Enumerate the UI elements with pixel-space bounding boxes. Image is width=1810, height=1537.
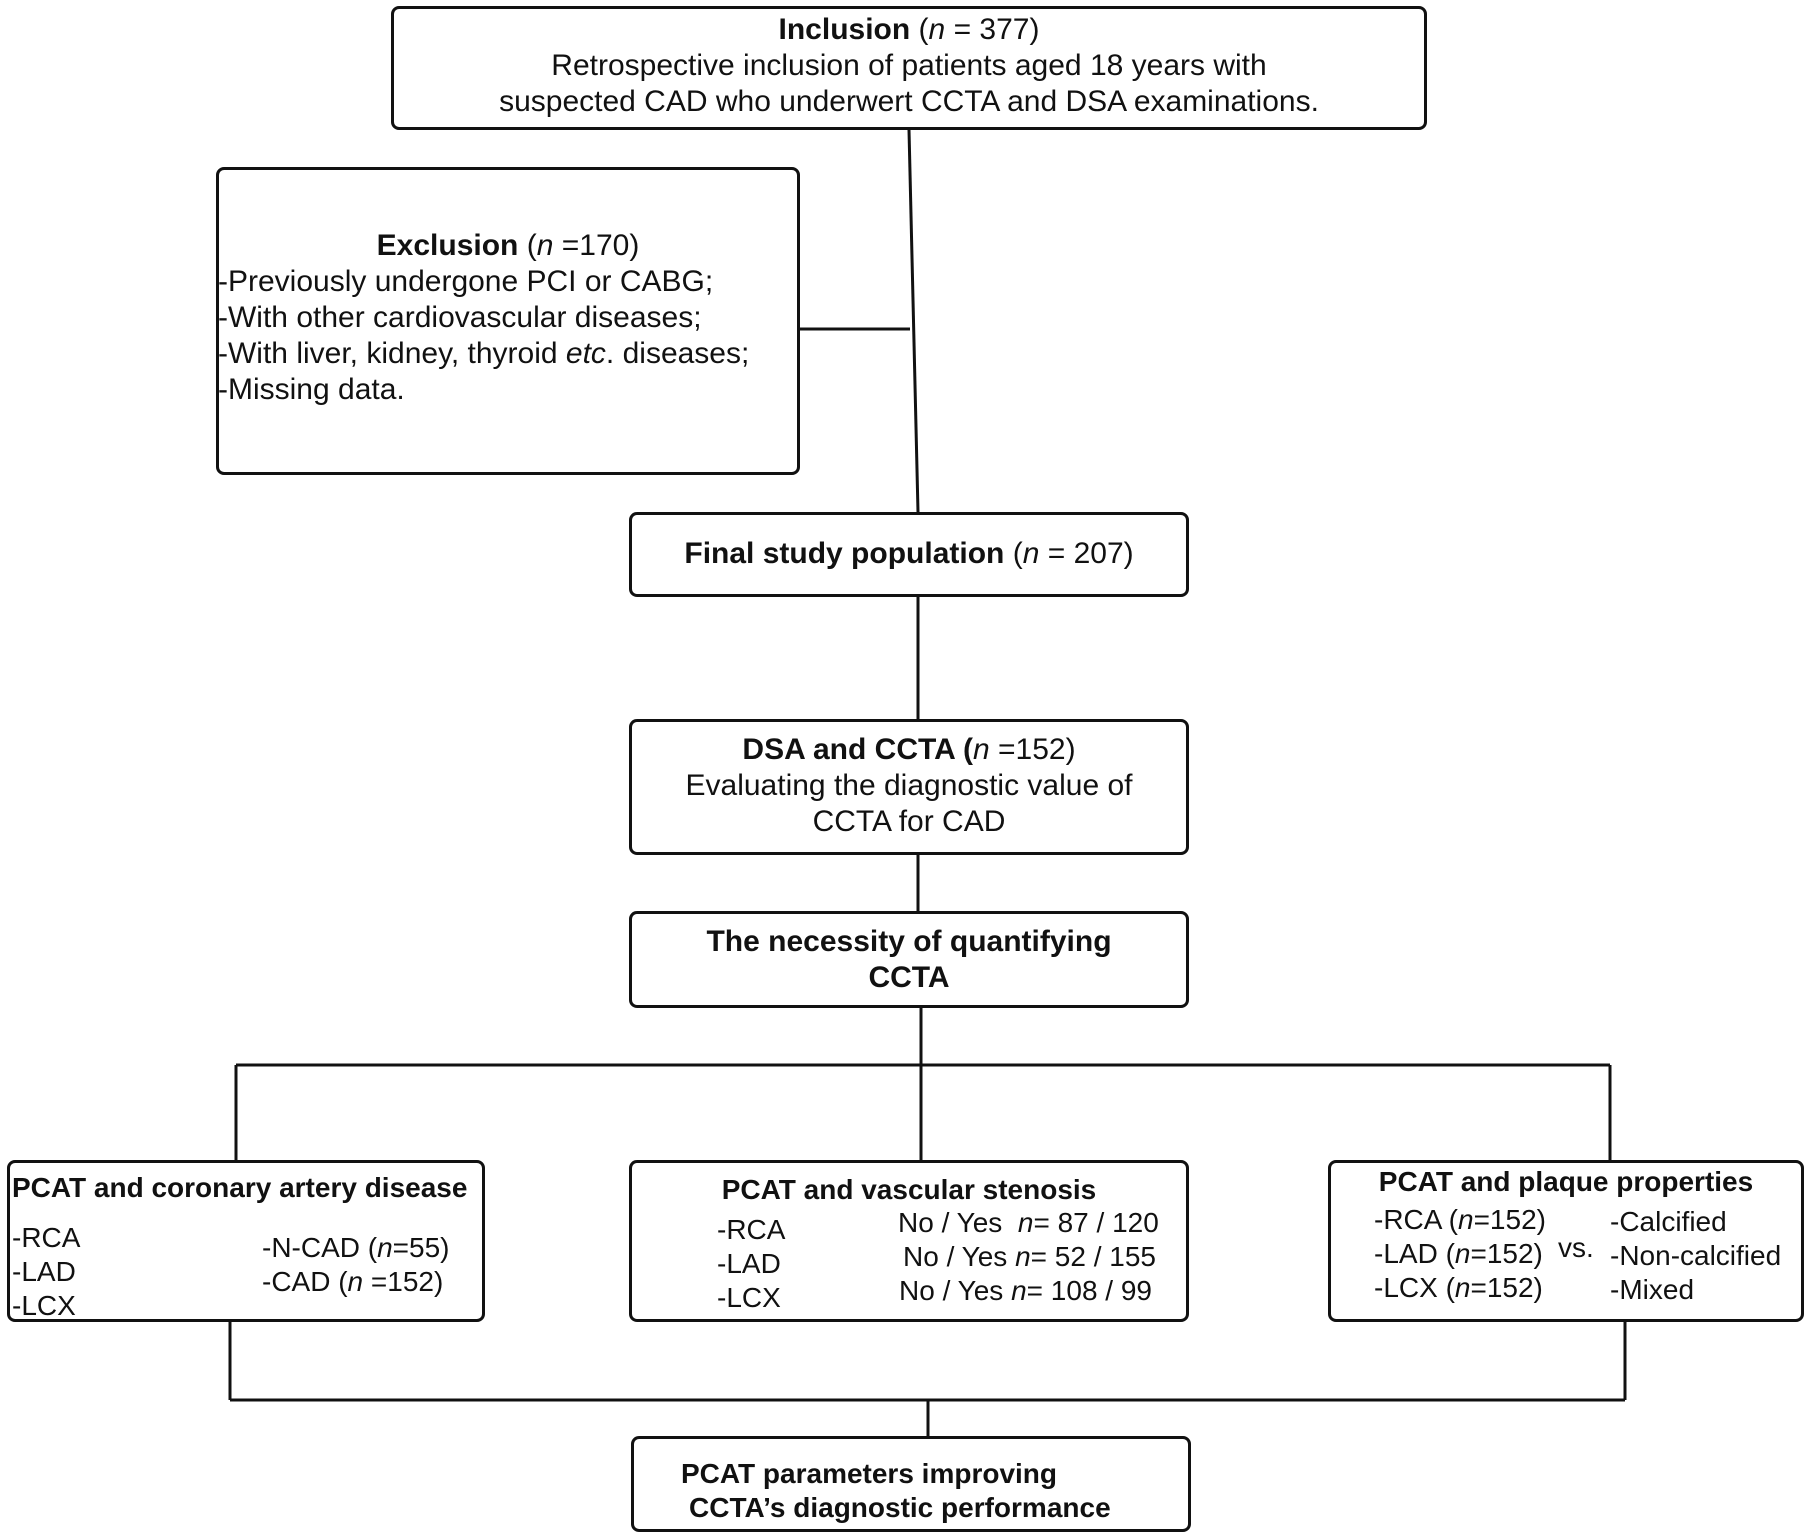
stenosis-row-label: No / Yes — [898, 1207, 1018, 1238]
final-n-symbol: n — [1022, 537, 1040, 570]
inclusion-n-symbol: n — [928, 13, 946, 46]
plaque-type: -Calcified — [1610, 1206, 1727, 1237]
cad-box-title: PCAT and coronary artery disease — [12, 1172, 468, 1203]
dsa-ccta-heading: DSA and CCTA (n =152) — [629, 732, 1189, 768]
plaque-vessel-label: -LCX ( — [1374, 1272, 1455, 1303]
plaque-vessel-n: n — [1458, 1204, 1474, 1235]
plaque-vessel: -LCX (n=152) — [1374, 1270, 1543, 1306]
stenosis-vessel: -RCA — [717, 1214, 786, 1245]
cad-group-cad-label: -CAD ( — [262, 1266, 348, 1297]
cad-box — [7, 1160, 485, 1322]
necessity-line1: The necessity of quantifying — [706, 925, 1112, 958]
necessity-line2: CCTA — [868, 961, 950, 994]
exclusion-item: -Missing data. — [218, 373, 405, 406]
plaque-vessel-n: n — [1454, 1272, 1471, 1303]
cad-group-cad: -CAD (n =152) — [262, 1264, 443, 1300]
plaque-vessel: -LAD (n=152) — [1374, 1236, 1543, 1272]
plaque-type: -Mixed — [1610, 1274, 1695, 1305]
cad-vessel: -RCA — [12, 1222, 81, 1253]
exclusion-item: -With other cardiovascular diseases; — [218, 301, 702, 334]
stenosis-row-value: = 108 / 99 — [1026, 1275, 1153, 1306]
stenosis-row-n: n — [1015, 1241, 1031, 1272]
line-inclusion-to-final — [907, 129, 920, 513]
stenosis-row: No / Yes n= 108 / 99 — [899, 1273, 1152, 1309]
inclusion-count: = 377) — [945, 13, 1040, 46]
cad-group-ncad-count: =55) — [392, 1232, 450, 1263]
cad-group-ncad: -N-CAD (n=55) — [262, 1230, 450, 1266]
outcome-box — [631, 1436, 1191, 1532]
plaque-vs-label: vs. — [1558, 1232, 1594, 1263]
inclusion-box — [391, 6, 1427, 130]
inclusion-text-line1: Retrospective inclusion of patients aged… — [551, 49, 1267, 82]
exclusion-item-tail: . diseases; — [605, 337, 750, 370]
dsa-count: =152) — [989, 733, 1076, 766]
stenosis-row: No / Yes n= 52 / 155 — [903, 1239, 1156, 1275]
necessity-box — [629, 911, 1189, 1008]
inclusion-text-line2: suspected CAD who underwert CCTA and DSA… — [499, 85, 1319, 118]
exclusion-item: -With liver, kidney, thyroid etc. diseas… — [218, 336, 749, 372]
cad-group-ncad-n: n — [377, 1232, 393, 1263]
exclusion-count: =170) — [553, 229, 640, 262]
outcome-line2: CCTA’s diagnostic performance — [689, 1492, 1111, 1523]
exclusion-heading: Exclusion (n =170) — [216, 228, 800, 264]
stenosis-row-value: = 87 / 120 — [1033, 1207, 1159, 1238]
plaque-vessel-count: =152) — [1470, 1238, 1543, 1269]
final-population-heading: Final study population (n = 207) — [629, 536, 1189, 572]
plaque-type: -Non-calcified — [1610, 1240, 1782, 1271]
stenosis-row-n: n — [1011, 1275, 1027, 1306]
cad-group-cad-n: n — [347, 1266, 364, 1297]
final-population-title: Final study population — [684, 537, 1005, 570]
stenosis-box-title: PCAT and vascular stenosis — [721, 1174, 1097, 1205]
exclusion-count-open: ( — [526, 229, 537, 262]
plaque-vessel-n: n — [1454, 1238, 1471, 1269]
stenosis-row-label: No / Yes — [899, 1275, 1012, 1306]
inclusion-title: Inclusion — [778, 13, 911, 46]
plaque-vessel-label: -LAD ( — [1374, 1238, 1455, 1269]
cad-vessel: -LCX — [12, 1290, 76, 1321]
final-population-box — [629, 512, 1189, 597]
plaque-box-title: PCAT and plaque properties — [1378, 1166, 1754, 1197]
stenosis-vessel: -LCX — [717, 1282, 781, 1313]
exclusion-item-text: -With liver, kidney, thyroid — [218, 337, 566, 370]
plaque-box — [1328, 1160, 1804, 1322]
inclusion-heading: Inclusion (n = 377) — [391, 12, 1427, 48]
exclusion-item: -Previously undergone PCI or CABG; — [218, 265, 714, 298]
outcome-line1: PCAT parameters improving — [681, 1458, 1058, 1489]
stenosis-box — [629, 1160, 1189, 1322]
dsa-n-symbol: n — [972, 733, 990, 766]
final-count: = 207) — [1039, 537, 1134, 570]
stenosis-row-n: n — [1017, 1207, 1034, 1238]
stenosis-row: No / Yes n= 87 / 120 — [898, 1205, 1159, 1241]
plaque-vessel: -RCA (n=152) — [1374, 1202, 1546, 1238]
exclusion-title: Exclusion — [376, 229, 519, 262]
exclusion-box — [216, 167, 800, 475]
final-count-open: ( — [1012, 537, 1023, 570]
dsa-ccta-box — [629, 719, 1189, 855]
cad-group-ncad-label: -N-CAD ( — [262, 1232, 378, 1263]
exclusion-n-symbol: n — [536, 229, 554, 262]
dsa-ccta-line2: CCTA for CAD — [812, 805, 1006, 838]
stenosis-row-label: No / Yes — [903, 1241, 1016, 1272]
plaque-vessel-count: =152) — [1470, 1272, 1543, 1303]
stenosis-vessel: -LAD — [717, 1248, 781, 1279]
inclusion-count-open: ( — [918, 13, 929, 46]
cad-group-cad-count: =152) — [363, 1266, 444, 1297]
dsa-ccta-title: DSA and CCTA ( — [742, 733, 973, 766]
plaque-vessel-count: =152) — [1473, 1204, 1546, 1235]
dsa-ccta-line1: Evaluating the diagnostic value of — [685, 769, 1133, 802]
plaque-vessel-label: -RCA ( — [1374, 1204, 1458, 1235]
cad-vessel: -LAD — [12, 1256, 76, 1287]
exclusion-etc: etc — [565, 337, 606, 370]
stenosis-row-value: = 52 / 155 — [1030, 1241, 1157, 1272]
